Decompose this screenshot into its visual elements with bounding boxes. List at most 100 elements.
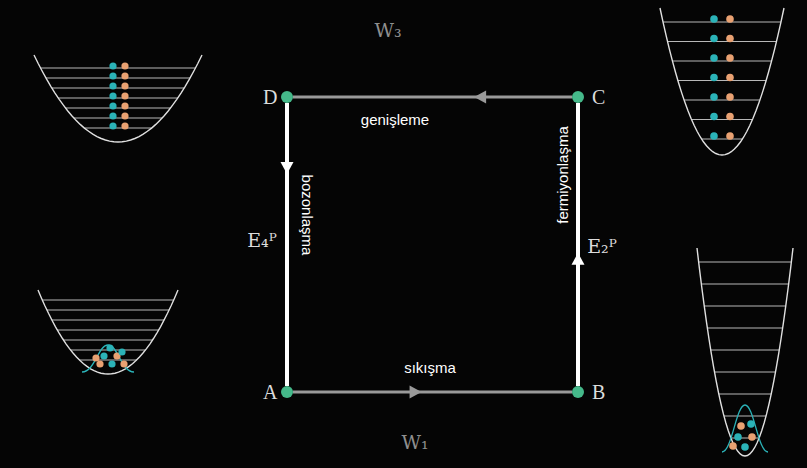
quantity-symbol: E₂ᴾ [587, 236, 617, 257]
particle [710, 113, 718, 121]
particle [121, 122, 128, 129]
particle [109, 62, 116, 69]
potential-curve [660, 8, 784, 155]
particle [710, 15, 718, 23]
particle [109, 112, 116, 119]
energy-level [719, 394, 771, 395]
energy-level [42, 300, 173, 301]
particle [710, 93, 718, 101]
energy-level [707, 328, 782, 329]
state-letter: B [592, 382, 605, 402]
particle [726, 93, 734, 101]
particle [726, 132, 734, 140]
energy-level [692, 119, 753, 120]
process-label: sıkışma [404, 360, 456, 377]
energy-level [714, 372, 775, 373]
process-label: fermiyonlaşma [555, 126, 572, 224]
energy-level [58, 98, 177, 99]
particle [726, 113, 734, 121]
process-connector [281, 103, 294, 386]
particle [118, 348, 125, 355]
particle [109, 92, 116, 99]
arrow-head [474, 91, 486, 104]
energy-level [52, 320, 164, 321]
well-a [38, 290, 178, 374]
particle [710, 54, 718, 62]
energy-level [724, 416, 766, 417]
particle [121, 102, 128, 109]
particle [710, 132, 718, 140]
energy-level [702, 139, 743, 140]
arrow-head [572, 253, 585, 265]
energy-level [79, 360, 136, 361]
particle [96, 360, 103, 367]
process-line [293, 391, 572, 394]
process-label: bozonlaşma [299, 175, 316, 256]
energy-level [699, 262, 792, 263]
energy-level [672, 61, 771, 62]
energy-level [668, 41, 777, 42]
particle [726, 74, 734, 82]
process-line [285, 103, 289, 386]
particle [710, 35, 718, 43]
well-d [34, 55, 202, 142]
process-line [293, 96, 572, 99]
particle [109, 102, 116, 109]
particle [121, 82, 128, 89]
particle [710, 74, 718, 82]
energy-level [701, 284, 788, 285]
well-b [697, 248, 793, 456]
particle [121, 92, 128, 99]
energy-level [678, 80, 766, 81]
state-dot: C [572, 91, 584, 103]
process-line [576, 103, 580, 386]
particle [726, 15, 734, 23]
particle [92, 354, 99, 361]
energy-level [74, 118, 162, 119]
particle [120, 360, 127, 367]
particle [109, 72, 116, 79]
energy-level [684, 100, 760, 101]
wavefunction [722, 405, 768, 452]
particle [121, 112, 128, 119]
potential-curve [697, 248, 793, 456]
particle [747, 420, 755, 428]
energy-level [711, 350, 780, 351]
particle [100, 352, 107, 359]
state-dot: D [281, 91, 293, 103]
state-letter: C [592, 87, 605, 107]
arrow-head [410, 386, 422, 399]
energy-level [57, 330, 158, 331]
particle [726, 35, 734, 43]
potential-curve [38, 290, 178, 374]
particle [734, 433, 742, 441]
quantity-symbol: W₃ [374, 20, 401, 41]
wavefunction [82, 345, 134, 372]
process-connector [293, 91, 572, 104]
particle [108, 360, 115, 367]
state-letter: D [263, 87, 277, 107]
particle [106, 344, 113, 351]
particle [109, 82, 116, 89]
potential-curve [34, 55, 202, 142]
energy-level [52, 88, 184, 89]
energy-level [663, 22, 781, 23]
energy-level [47, 310, 169, 311]
particle [121, 62, 128, 69]
energy-level [84, 128, 151, 129]
particle [729, 442, 737, 450]
particle [109, 122, 116, 129]
energy-level [46, 78, 190, 79]
state-letter: A [263, 382, 277, 402]
particle [741, 443, 749, 451]
quantity-symbol: W₁ [401, 432, 428, 453]
energy-level [65, 108, 170, 109]
particle [748, 433, 756, 441]
particle [726, 54, 734, 62]
state-dot: B [572, 386, 584, 398]
energy-level [63, 340, 152, 341]
arrow-head [281, 162, 294, 174]
process-connector [572, 103, 585, 386]
